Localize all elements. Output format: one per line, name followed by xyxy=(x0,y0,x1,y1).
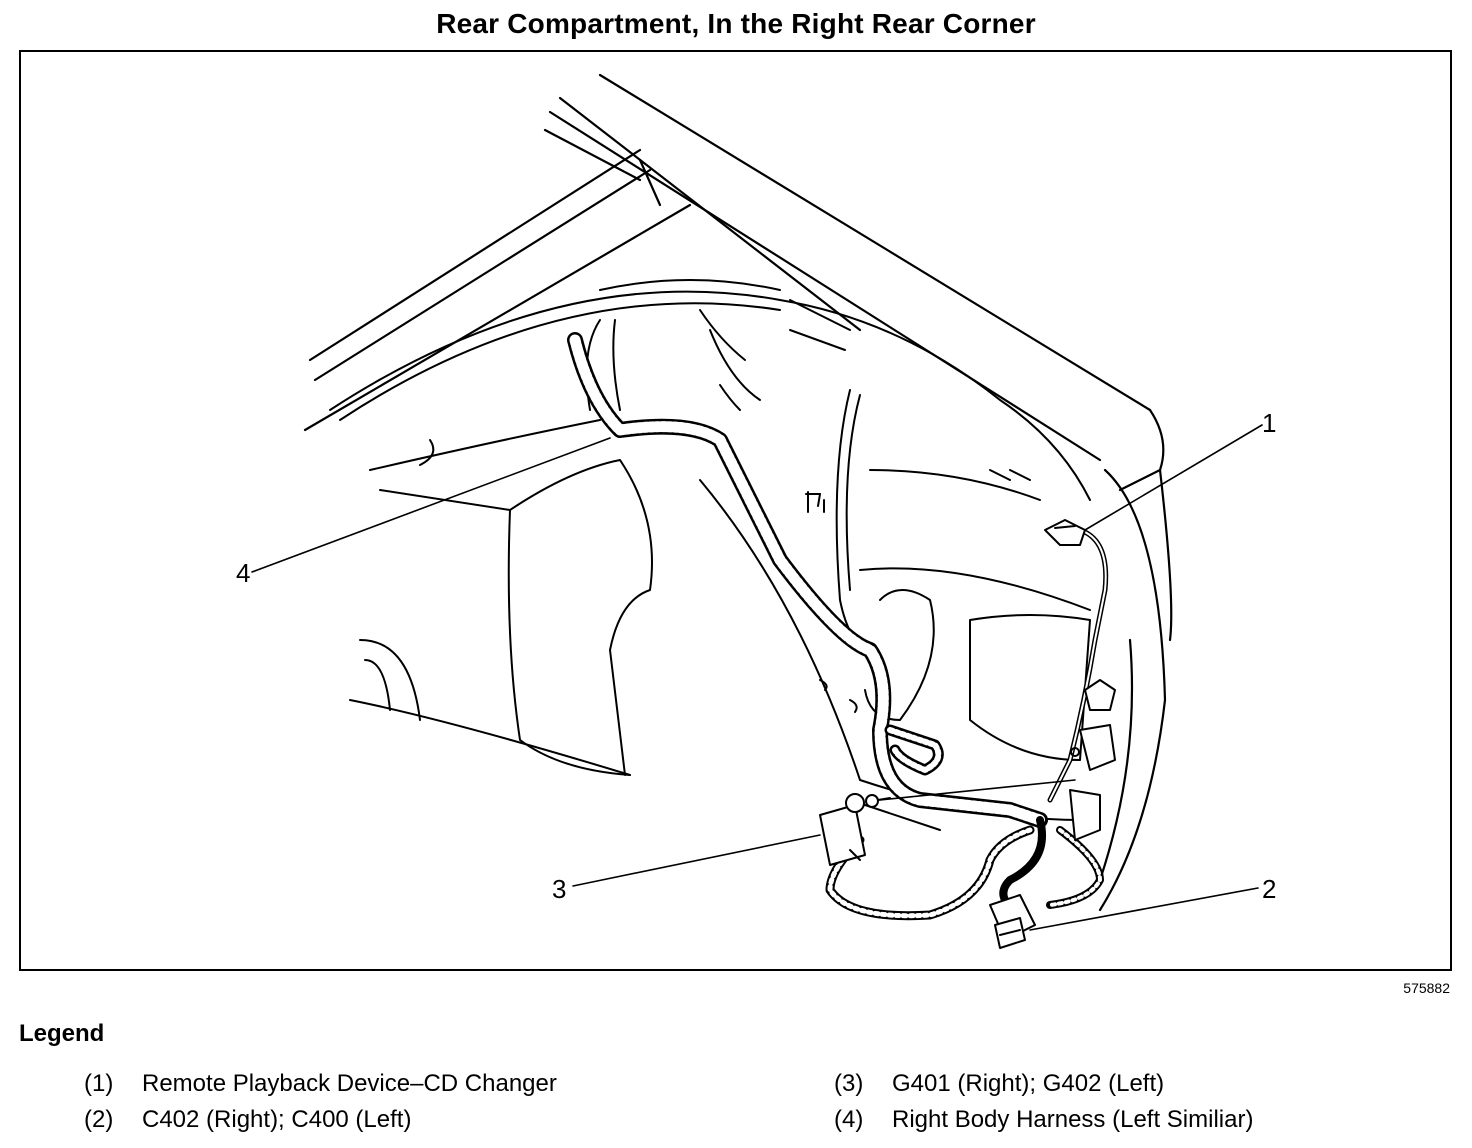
callout-4: 4 xyxy=(236,558,251,588)
connector-c402 xyxy=(989,894,1036,949)
body-harness-conduit xyxy=(567,332,1109,921)
cd-changer-component xyxy=(1044,519,1116,841)
leader-lines xyxy=(251,424,1263,931)
legend-item-text: C402 (Right); C400 (Left) xyxy=(142,1106,412,1133)
trunk-opening-lines xyxy=(329,279,1091,831)
legend-item-4: (4) Right Body Harness (Left Similiar) xyxy=(834,1106,1253,1134)
legend-heading: Legend xyxy=(19,1020,105,1047)
legend-item-1: (1) Remote Playback Device–CD Changer xyxy=(84,1070,557,1098)
callout-1: 1 xyxy=(1262,408,1277,438)
figure-number: 575882 xyxy=(1403,980,1450,996)
legend-item-number: (1) xyxy=(84,1070,114,1097)
diagram-title: Rear Compartment, In the Right Rear Corn… xyxy=(436,8,1036,39)
legend-item-text: Right Body Harness (Left Similiar) xyxy=(892,1106,1254,1133)
ground-g401 xyxy=(819,793,891,866)
legend-item-3: (3) G401 (Right); G402 (Left) xyxy=(834,1070,1164,1098)
trunk-marker xyxy=(805,491,825,513)
legend-item-number: (4) xyxy=(834,1106,864,1133)
legend-item-text: G401 (Right); G402 (Left) xyxy=(892,1070,1165,1097)
callout-2: 2 xyxy=(1262,874,1277,904)
illustration-frame xyxy=(19,50,1452,971)
legend-item-number: (3) xyxy=(834,1070,864,1097)
body-panel-lines xyxy=(303,73,1173,912)
legend-item-number: (2) xyxy=(84,1106,114,1133)
legend-item-2: (2) C402 (Right); C400 (Left) xyxy=(84,1106,411,1134)
callout-3: 3 xyxy=(552,874,567,904)
legend-item-text: Remote Playback Device–CD Changer xyxy=(142,1070,557,1097)
